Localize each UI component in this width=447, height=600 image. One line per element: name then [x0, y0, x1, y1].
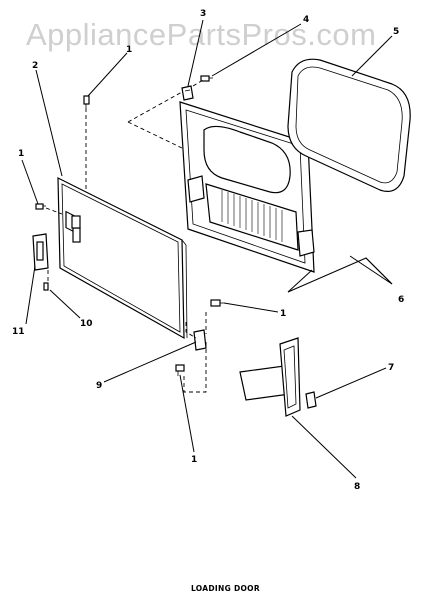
screw-icon [43, 282, 49, 291]
callout-4: 4 [303, 15, 309, 25]
latch-icon [32, 233, 49, 271]
gasket-icon [287, 58, 411, 192]
strike-icon [239, 337, 301, 417]
callout-8: 8 [354, 482, 360, 492]
diagram-caption: LOADING DOOR [191, 584, 260, 593]
callout-6: 6 [398, 295, 404, 305]
hinge-icon [193, 329, 207, 351]
callout-2: 2 [32, 61, 38, 71]
callout-3: 3 [200, 9, 206, 19]
screw-icon [175, 364, 185, 376]
screw-icon [210, 299, 224, 307]
door-panel-icon [57, 177, 188, 340]
screw-icon [83, 95, 90, 108]
screw-icon [35, 203, 46, 210]
callout-1: 1 [280, 309, 286, 319]
hinge-icon [181, 85, 194, 101]
screw-icon [200, 75, 213, 82]
callout-1: 1 [126, 45, 132, 55]
watermark-text: AppliancePartsPros.com [26, 17, 376, 52]
callout-1: 1 [18, 149, 24, 159]
callout-1: 1 [191, 455, 197, 465]
callout-11: 11 [12, 327, 25, 337]
door-frame-icon [179, 101, 315, 273]
callout-5: 5 [393, 27, 399, 37]
callout-10: 10 [80, 319, 93, 329]
callout-9: 9 [96, 381, 102, 391]
callout-7: 7 [388, 363, 394, 373]
hinge-icon [305, 391, 317, 409]
